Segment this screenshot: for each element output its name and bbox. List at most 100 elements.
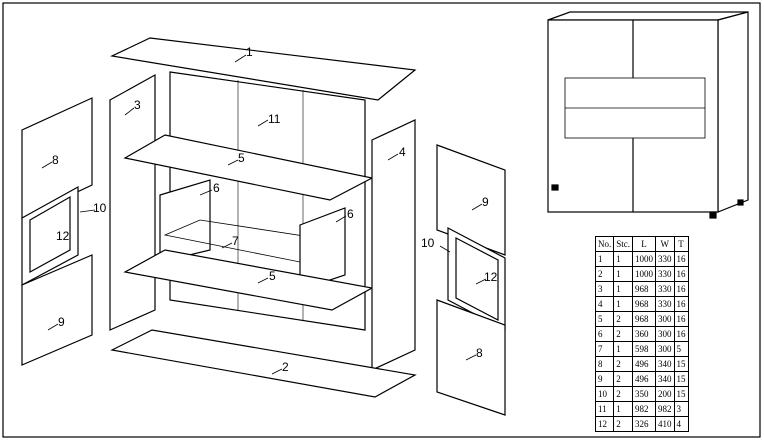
table-cell: 16	[673, 296, 689, 312]
table-cell: 968	[632, 311, 657, 327]
label-back-panel: 11	[268, 112, 281, 126]
table-cell: 1000	[632, 266, 657, 282]
label-door-bottom-right: 8	[476, 346, 483, 360]
label-top: 1	[246, 45, 253, 59]
table-cell: 496	[632, 371, 657, 387]
table-cell: 300	[655, 326, 675, 342]
table-cell: 1	[613, 296, 634, 312]
table-cell: 16	[673, 326, 689, 342]
table-cell: 982	[655, 401, 675, 417]
table-cell: 350	[632, 386, 657, 402]
bottom-panel	[110, 329, 417, 398]
table-cell: 16	[673, 251, 689, 267]
table-cell: 496	[632, 356, 657, 372]
table-cell: 968	[632, 281, 657, 297]
label-frame-left: 10	[93, 201, 107, 215]
table-cell: 1	[613, 281, 634, 297]
table-cell: 3	[673, 401, 689, 417]
label-bottom: 2	[282, 360, 289, 374]
label-divider-right: 6	[347, 207, 354, 221]
table-cell: 300	[655, 341, 675, 357]
table-cell: 968	[632, 296, 657, 312]
label-door-bottom-left: 9	[58, 315, 65, 329]
table-cell: 2	[613, 326, 634, 342]
table-cell: 330	[655, 296, 675, 312]
table-cell: 330	[655, 281, 675, 297]
table-cell: 300	[655, 311, 675, 327]
label-glass-shelf: 7	[232, 234, 239, 248]
header-stc: Stc.	[613, 236, 634, 252]
table-cell: 1	[613, 341, 634, 357]
table-cell: 4	[673, 416, 689, 432]
leader-lines	[41, 54, 487, 375]
left-side-panel	[109, 73, 156, 331]
header-w: W	[655, 236, 675, 252]
label-door-top-left: 8	[52, 153, 59, 167]
header-no: No.	[594, 236, 615, 252]
door-top-right	[436, 144, 506, 256]
table-cell: 2	[594, 266, 615, 282]
table-cell: 410	[655, 416, 675, 432]
table-cell: 16	[673, 266, 689, 282]
table-cell: 12	[594, 416, 615, 432]
glass-right	[455, 237, 499, 321]
table-cell: 598	[632, 341, 657, 357]
table-cell: 330	[655, 251, 675, 267]
table-cell: 2	[613, 371, 634, 387]
table-cell: 9	[594, 371, 615, 387]
table-cell: 982	[632, 401, 657, 417]
table-cell: 15	[673, 371, 689, 387]
divider-right	[299, 207, 346, 291]
table-cell: 2	[613, 311, 634, 327]
table-cell: 2	[613, 386, 634, 402]
label-divider-left: 6	[213, 181, 220, 195]
header-t: T	[673, 236, 689, 252]
table-cell: 16	[673, 311, 689, 327]
table-cell: 340	[655, 356, 675, 372]
table-cell: 2	[613, 356, 634, 372]
table-cell: 3	[594, 281, 615, 297]
table-cell: 6	[594, 326, 615, 342]
label-left-side: 3	[134, 98, 141, 112]
table-cell: 1	[613, 251, 634, 267]
table-cell: 7	[594, 341, 615, 357]
assembled-cabinet-view	[547, 11, 749, 219]
label-glass-right: 12	[484, 270, 498, 284]
table-cell: 15	[673, 356, 689, 372]
table-cell: 2	[613, 416, 634, 432]
glass-left	[29, 195, 71, 274]
door-top-left	[21, 97, 93, 219]
right-side-panel	[371, 119, 416, 371]
table-cell: 8	[594, 356, 615, 372]
table-cell: 330	[655, 266, 675, 282]
table-header-row: No. Stc. L W T	[594, 236, 689, 252]
table-cell: 326	[632, 416, 657, 432]
label-frame-right: 10	[421, 236, 435, 250]
table-cell: 340	[655, 371, 675, 387]
table-cell: 15	[673, 386, 689, 402]
table-cell: 16	[673, 281, 689, 297]
table-cell: 5	[594, 311, 615, 327]
divider-left	[159, 179, 211, 263]
label-door-top-right: 9	[482, 195, 489, 209]
table-cell: 200	[655, 386, 675, 402]
table-cell: 1	[613, 401, 634, 417]
top-panel	[110, 37, 417, 101]
table-cell: 1000	[632, 251, 657, 267]
header-l: L	[632, 236, 657, 252]
table-cell: 10	[594, 386, 615, 402]
table-cell: 4	[594, 296, 615, 312]
label-shelf-lower: 5	[269, 269, 276, 283]
